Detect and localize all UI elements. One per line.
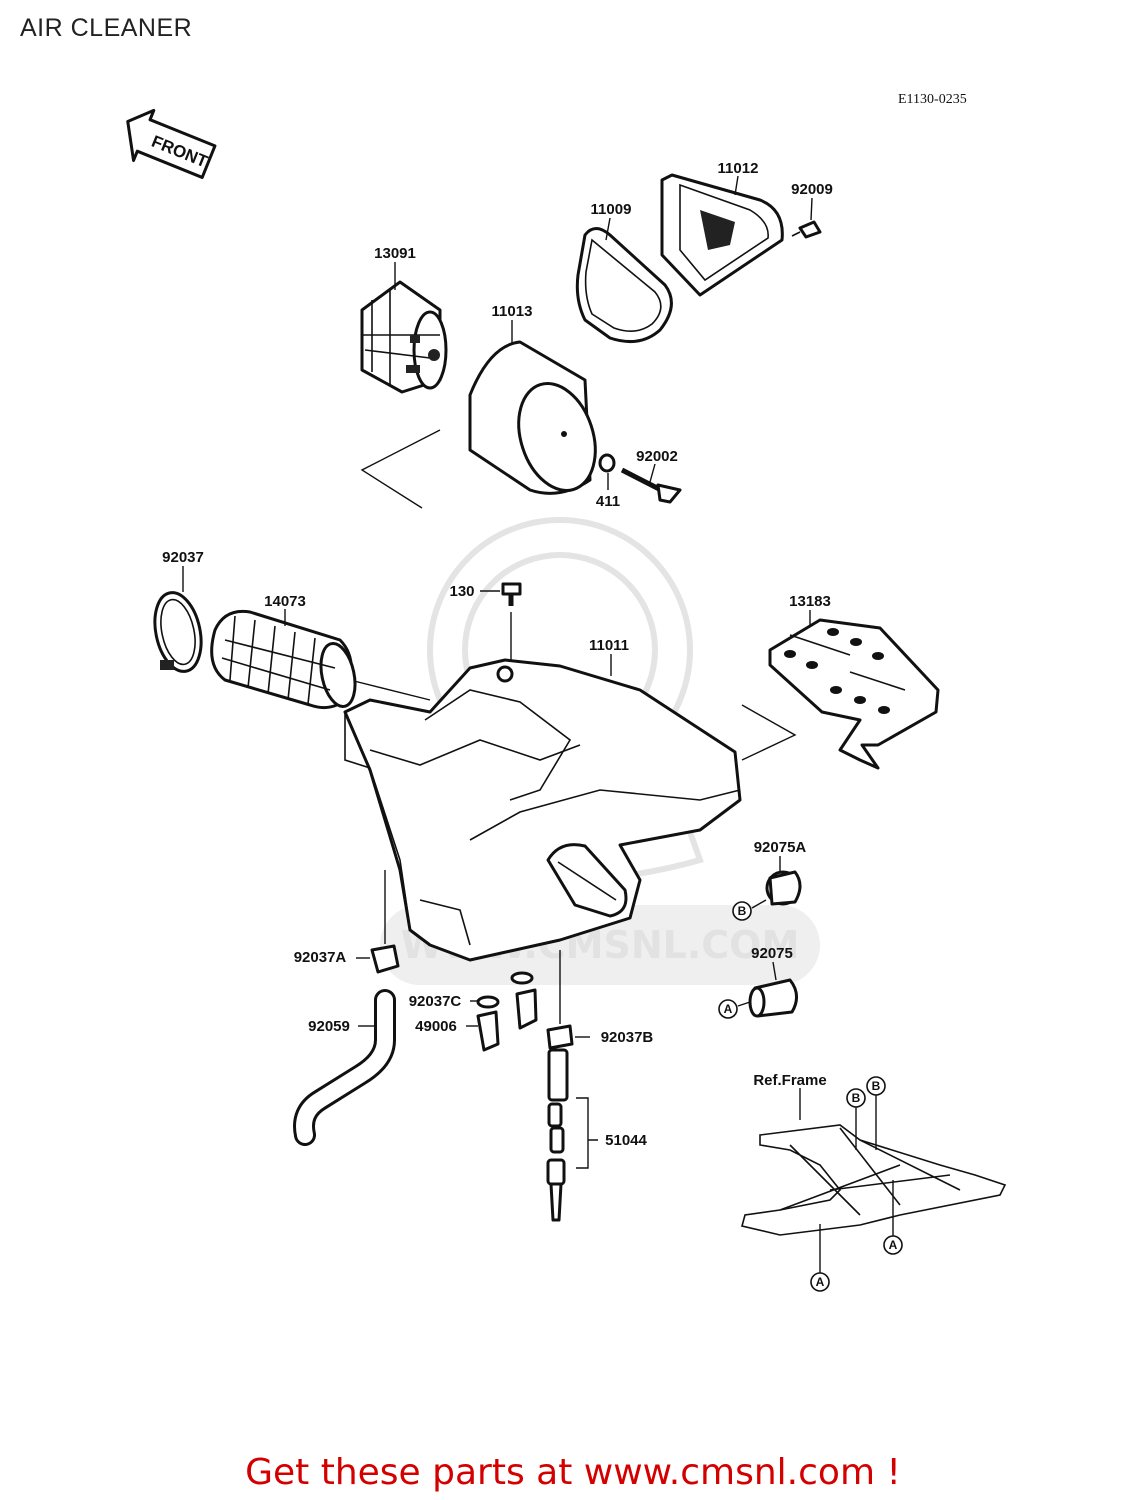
part-92009-screw: 92009 [791, 181, 833, 239]
label-92059: 92059 [308, 1018, 350, 1035]
label-130: 130 [449, 583, 474, 600]
label-92037A: 92037A [294, 949, 347, 966]
part-92037A-clamp: 92037A [294, 870, 400, 974]
footer-promo: Get these parts at www.cmsnl.com ! [0, 1452, 1146, 1493]
part-92075-collar: 92075 A [718, 945, 798, 1019]
marker-a-frame-1: A [889, 1238, 898, 1252]
part-92002-bolt: 92002 [620, 448, 682, 504]
part-13183-bracket: 13183 [768, 593, 940, 770]
page-title: AIR CLEANER [20, 14, 193, 42]
part-11011-case: 11011 [343, 637, 742, 962]
label-92037: 92037 [162, 549, 204, 566]
part-11013-air-filter: 11013 [468, 303, 597, 495]
part-11009-gasket: 11009 [575, 201, 673, 344]
diagram-code: E1130-0235 [898, 92, 967, 107]
label-49006: 49006 [415, 1018, 457, 1035]
label-92002: 92002 [636, 448, 678, 465]
label-92037C: 92037C [409, 993, 462, 1010]
part-92037C-clip: 92037C [409, 971, 534, 1010]
part-51044-drain: 51044 [546, 1048, 648, 1222]
label-13183: 13183 [789, 593, 831, 610]
part-49006-cap: 49006 [415, 988, 538, 1052]
assembly-guide-lines [349, 429, 797, 761]
part-92075A-collar: 92075A B [732, 839, 807, 921]
marker-b-collar: B [738, 904, 747, 918]
label-14073: 14073 [264, 593, 306, 610]
part-130-bolt: 130 [449, 582, 522, 672]
marker-b-frame-2: B [872, 1079, 881, 1093]
label-411: 411 [596, 493, 620, 510]
marker-a-collar: A [724, 1002, 733, 1016]
front-arrow: FRONT [126, 108, 217, 179]
part-92059-hose: 92059 [293, 989, 396, 1146]
part-14073-duct: 14073 [210, 593, 357, 710]
part-11012-cover: 11012 [660, 160, 784, 297]
label-92037B: 92037B [601, 1029, 654, 1046]
part-411-washer: 411 [596, 453, 620, 510]
label-ref-frame: Ref.Frame [753, 1072, 826, 1089]
parts-diagram: WWW.CMSNL.COM FRONT 13091 11013 11009 [126, 108, 1007, 1292]
label-11013: 11013 [492, 303, 533, 320]
ref-frame: Ref.Frame B B A A [741, 1072, 1007, 1292]
marker-b-frame-1: B [852, 1091, 861, 1105]
label-11009: 11009 [591, 201, 632, 218]
part-92037B-clamp: 92037B [546, 950, 654, 1050]
label-13091: 13091 [374, 245, 416, 262]
part-13091-filter-cage: 13091 [360, 245, 448, 394]
label-92075: 92075 [751, 945, 793, 962]
label-92075A: 92075A [754, 839, 807, 856]
label-51044: 51044 [605, 1132, 647, 1149]
label-11011: 11011 [589, 637, 629, 654]
label-11012: 11012 [718, 160, 759, 177]
marker-a-frame-2: A [816, 1275, 825, 1289]
part-92037-clamp: 92037 [153, 549, 204, 673]
footer-link[interactable]: Get these parts at www.cmsnl.com ! [245, 1452, 901, 1493]
label-92009: 92009 [791, 181, 833, 198]
